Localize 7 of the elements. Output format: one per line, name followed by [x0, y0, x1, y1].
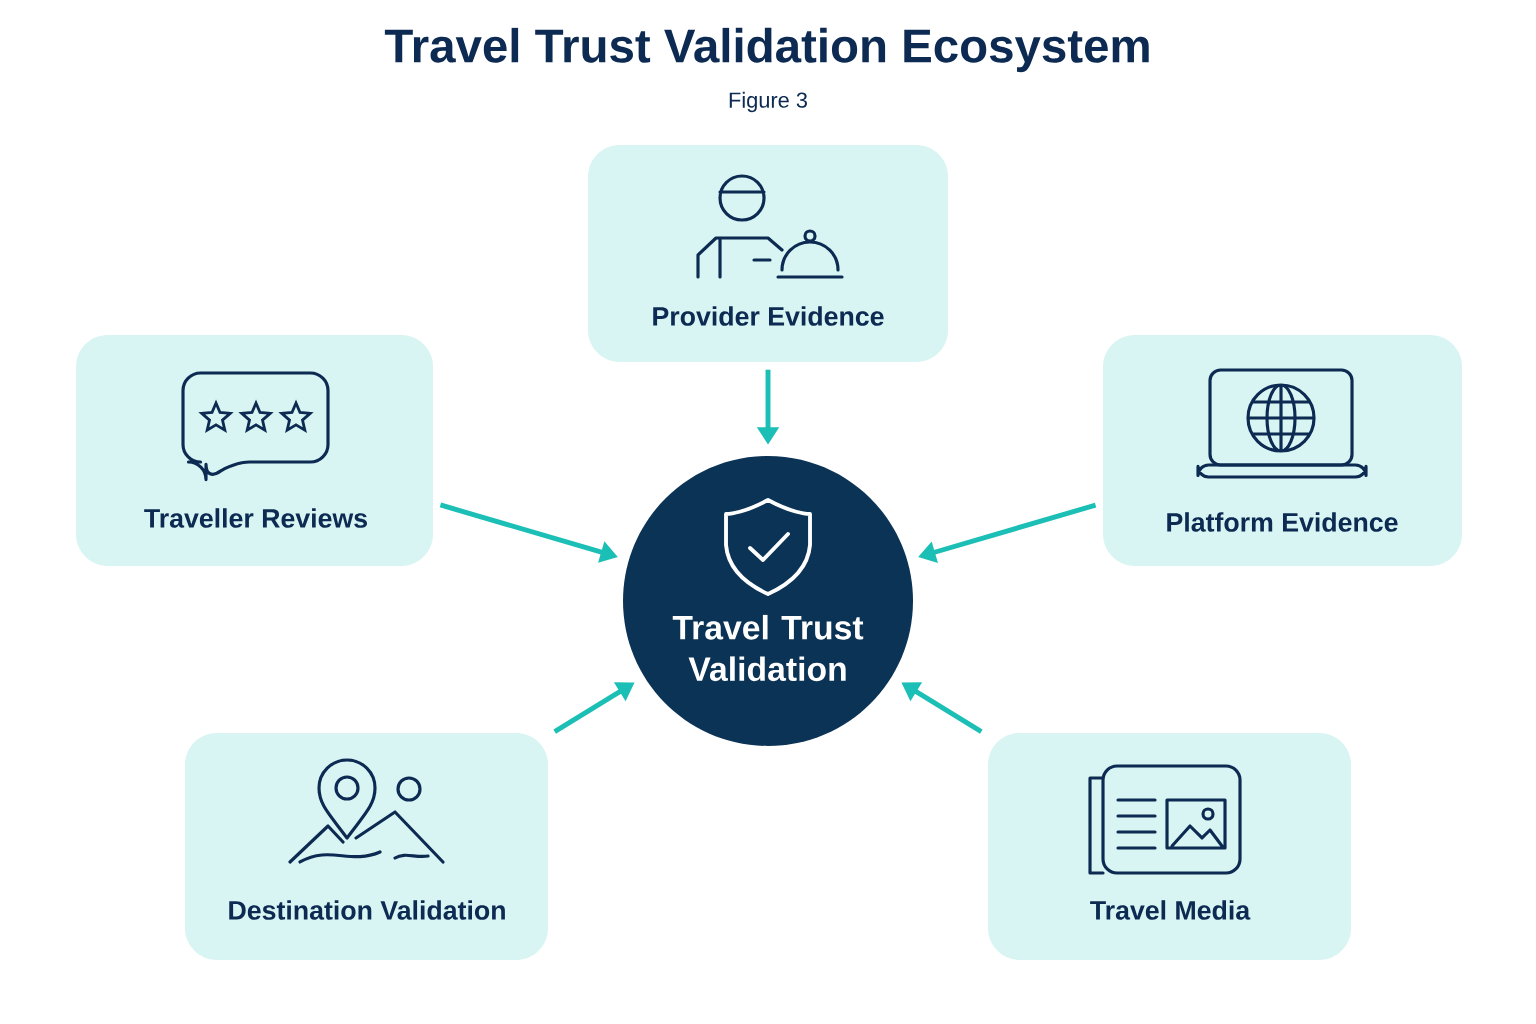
title: Travel Trust Validation Ecosystem [384, 27, 1149, 73]
card: Provider Evidence [588, 145, 948, 362]
card: Traveller Reviews [76, 335, 433, 566]
caption: Figure 3 [729, 91, 807, 113]
card: Platform Evidence [1103, 335, 1462, 566]
card: Travel Media [988, 733, 1351, 960]
card: Destination Validation [185, 733, 548, 960]
